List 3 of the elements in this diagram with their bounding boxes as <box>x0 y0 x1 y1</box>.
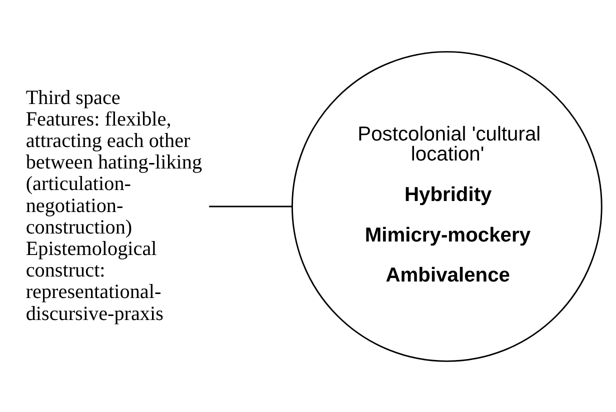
connector <box>209 205 292 207</box>
node-circle: Postcolonial 'cultural location' Hybridity Mimicry-mockery Ambivalence <box>292 50 602 362</box>
node-text: Third space Features: flexible, attracting each other between hating-liking (articulation-negotiation-construction) Epistemological construct: representational-discursive-praxis <box>26 86 202 324</box>
